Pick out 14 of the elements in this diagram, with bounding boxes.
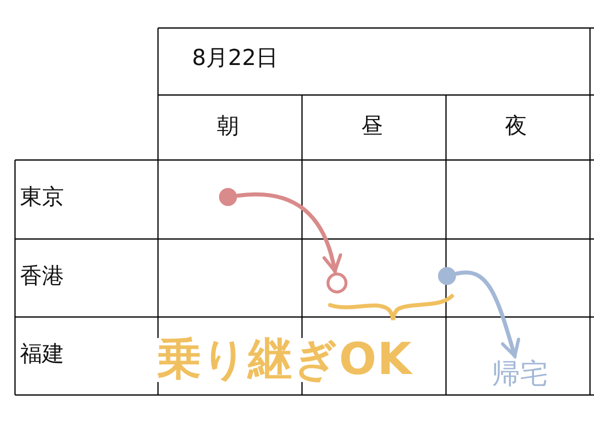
arrow <box>236 192 342 274</box>
row-heading: 東京 <box>20 187 64 209</box>
dot-marker <box>217 186 239 208</box>
ring-marker <box>324 270 350 296</box>
column-heading: 夜 <box>505 116 527 138</box>
note-text: 乗り継ぎOK <box>157 338 412 382</box>
row-heading: 福建 <box>20 344 64 366</box>
note-text: 帰宅 <box>492 356 548 392</box>
column-heading: 昼 <box>361 116 383 138</box>
arrow <box>454 270 520 358</box>
row-heading: 香港 <box>20 266 64 288</box>
column-heading: 朝 <box>217 116 239 138</box>
dot-marker <box>436 265 458 287</box>
date-heading: 8月22日 <box>192 48 278 70</box>
